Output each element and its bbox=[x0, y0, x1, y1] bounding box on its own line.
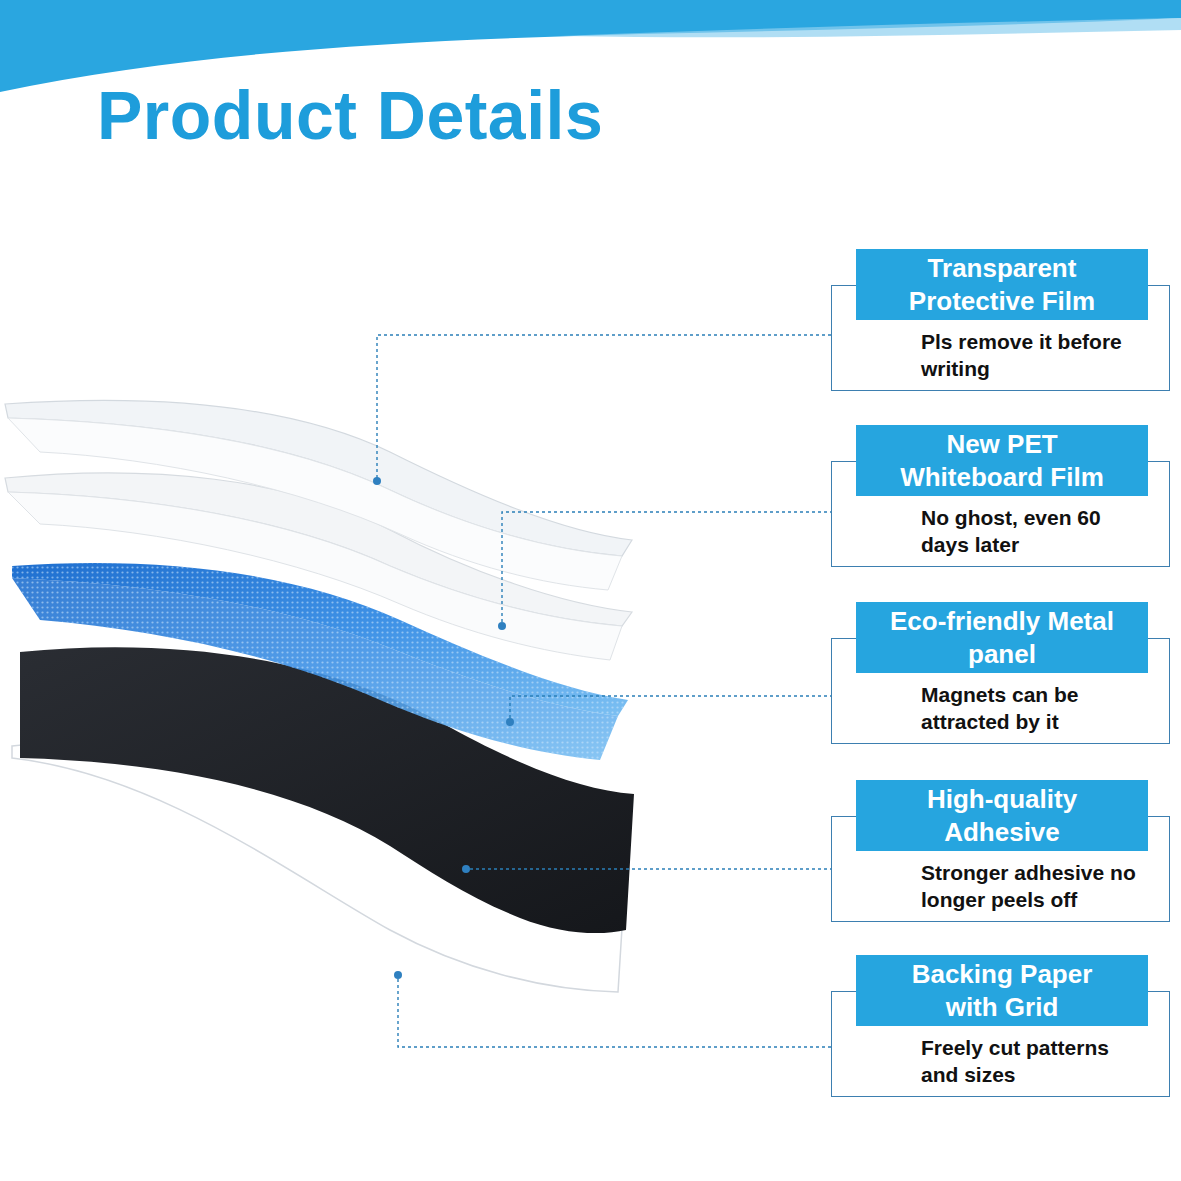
callout-body: Pls remove it before writing bbox=[831, 320, 1170, 391]
callout-box: New PET Whiteboard FilmNo ghost, even 60… bbox=[831, 425, 1170, 567]
callout-heading: New PET Whiteboard Film bbox=[856, 425, 1148, 496]
callout-body: Freely cut patterns and sizes bbox=[831, 1026, 1170, 1097]
callout-body: No ghost, even 60 days later bbox=[831, 496, 1170, 567]
callout-box: High-quality AdhesiveStronger adhesive n… bbox=[831, 780, 1170, 922]
callout-heading: Backing Paper with Grid bbox=[856, 955, 1148, 1026]
callout-body: Magnets can be attracted by it bbox=[831, 673, 1170, 744]
callout-box: Backing Paper with GridFreely cut patter… bbox=[831, 955, 1170, 1097]
header-wave-light bbox=[560, 18, 1181, 37]
callout-heading: Eco-friendly Metal panel bbox=[856, 602, 1148, 673]
callout-box: Transparent Protective FilmPls remove it… bbox=[831, 249, 1170, 391]
callout-body: Stronger adhesive no longer peels off bbox=[831, 851, 1170, 922]
leader-dots bbox=[373, 477, 514, 979]
callout-heading: Transparent Protective Film bbox=[856, 249, 1148, 320]
leader-lines bbox=[377, 335, 831, 1047]
protective-layer-face bbox=[8, 418, 622, 590]
page-title: Product Details bbox=[97, 76, 603, 154]
callout-box: Eco-friendly Metal panelMagnets can be a… bbox=[831, 602, 1170, 744]
callout-heading: High-quality Adhesive bbox=[856, 780, 1148, 851]
